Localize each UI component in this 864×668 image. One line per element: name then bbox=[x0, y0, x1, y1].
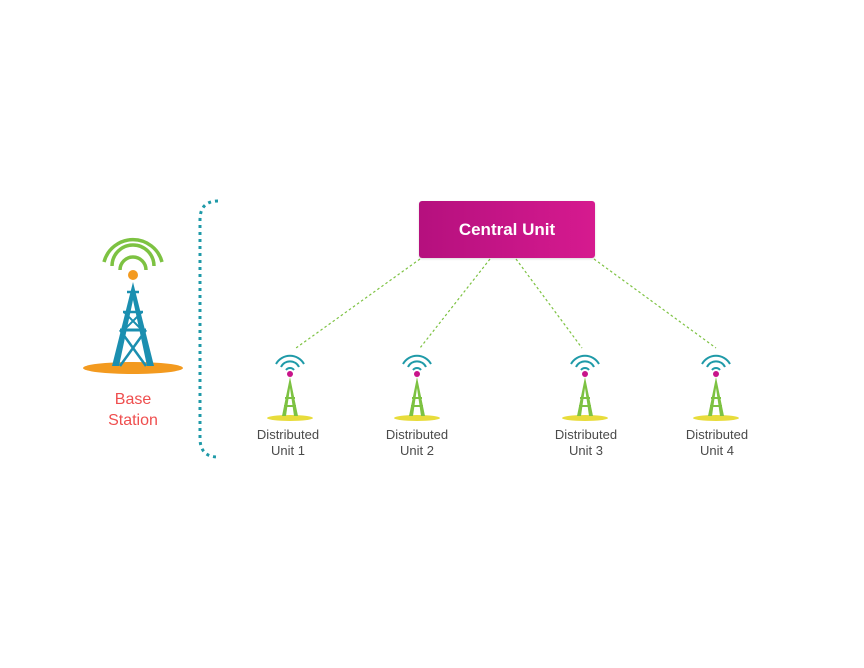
du-label-3-line2: Unit 3 bbox=[569, 443, 603, 458]
link-du-4 bbox=[593, 258, 717, 349]
base-station-label-line1: Base bbox=[114, 391, 152, 408]
du-label-4-line2: Unit 4 bbox=[700, 443, 734, 458]
du-label-1-line1: Distributed bbox=[256, 427, 320, 442]
grouping-bracket bbox=[198, 199, 219, 459]
du-label-4-line1: Distributed bbox=[685, 427, 749, 442]
base-station-label-line2: Station bbox=[108, 412, 158, 429]
radio-tower-icon bbox=[83, 237, 183, 374]
du-label-4: Distributed Unit 4 bbox=[662, 427, 772, 459]
link-du-1 bbox=[295, 258, 421, 349]
du-label-1: Distributed Unit 1 bbox=[233, 427, 343, 459]
du-label-2: Distributed Unit 2 bbox=[362, 427, 472, 459]
antenna-icon bbox=[562, 354, 608, 421]
du-label-3: Distributed Unit 3 bbox=[531, 427, 641, 459]
du-label-1-line2: Unit 1 bbox=[271, 443, 305, 458]
du-label-2-line1: Distributed bbox=[385, 427, 449, 442]
antenna-icon bbox=[267, 354, 313, 421]
du-label-2-line2: Unit 2 bbox=[400, 443, 434, 458]
link-du-2 bbox=[419, 258, 491, 349]
central-unit-box: Central Unit bbox=[419, 201, 595, 258]
link-du-3 bbox=[515, 258, 583, 349]
central-unit-label: Central Unit bbox=[458, 219, 556, 239]
antenna-icon bbox=[693, 354, 739, 421]
base-station-label: Base Station bbox=[92, 389, 174, 431]
du-label-3-line1: Distributed bbox=[554, 427, 618, 442]
antenna-icon bbox=[394, 354, 440, 421]
fronthaul-links bbox=[295, 258, 717, 349]
